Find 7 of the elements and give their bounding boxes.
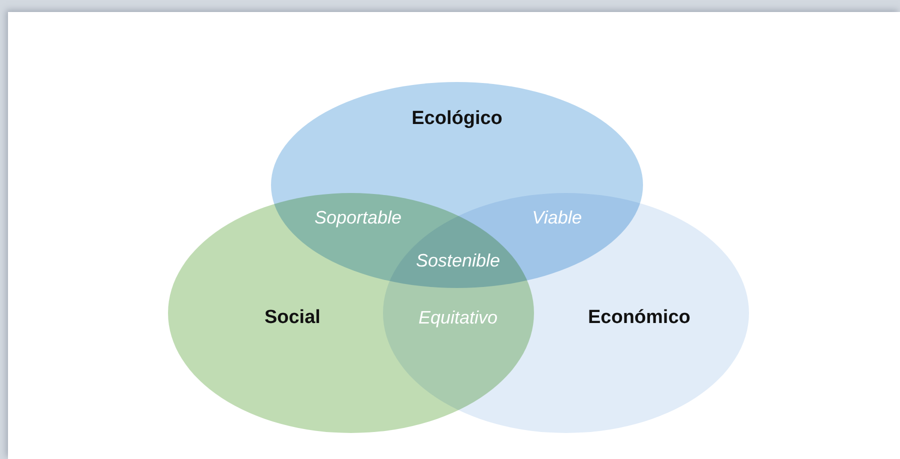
overlap-label: Soportable xyxy=(314,208,402,228)
overlap-label: Sostenible xyxy=(416,250,500,272)
overlap-label: Viable xyxy=(532,208,582,228)
set-label: Social xyxy=(264,306,320,329)
set-label: Económico xyxy=(588,306,690,329)
overlap-label: Equitativo xyxy=(418,308,498,328)
set-label: Ecológico xyxy=(412,108,502,130)
